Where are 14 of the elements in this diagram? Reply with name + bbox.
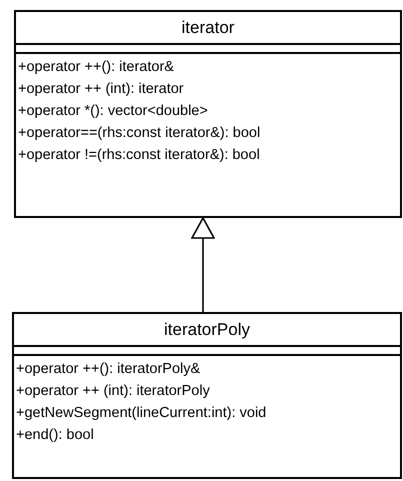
operation-text: +operator ++ (int): iterator bbox=[18, 80, 184, 99]
inheritance-arrow bbox=[191, 217, 215, 312]
operation-text: +operator==(rhs:const iterator&): bool bbox=[18, 124, 260, 143]
operation-text: +getNewSegment(lineCurrent:int): void bbox=[16, 404, 266, 423]
class-name: iterator bbox=[182, 18, 234, 37]
class-name: iteratorPoly bbox=[164, 320, 250, 339]
operation-text: +operator ++(): iteratorPoly& bbox=[16, 360, 200, 379]
class-box bbox=[14, 10, 402, 218]
operation-text: +operator ++(): iterator& bbox=[18, 58, 174, 77]
operation-text: +end(): bool bbox=[16, 426, 94, 445]
class-box bbox=[12, 312, 402, 479]
operation-text: +operator *(): vector<double> bbox=[18, 102, 208, 121]
operation-text: +operator ++ (int): iteratorPoly bbox=[16, 382, 210, 401]
operation-text: +operator !=(rhs:const iterator&): bool bbox=[18, 146, 260, 165]
